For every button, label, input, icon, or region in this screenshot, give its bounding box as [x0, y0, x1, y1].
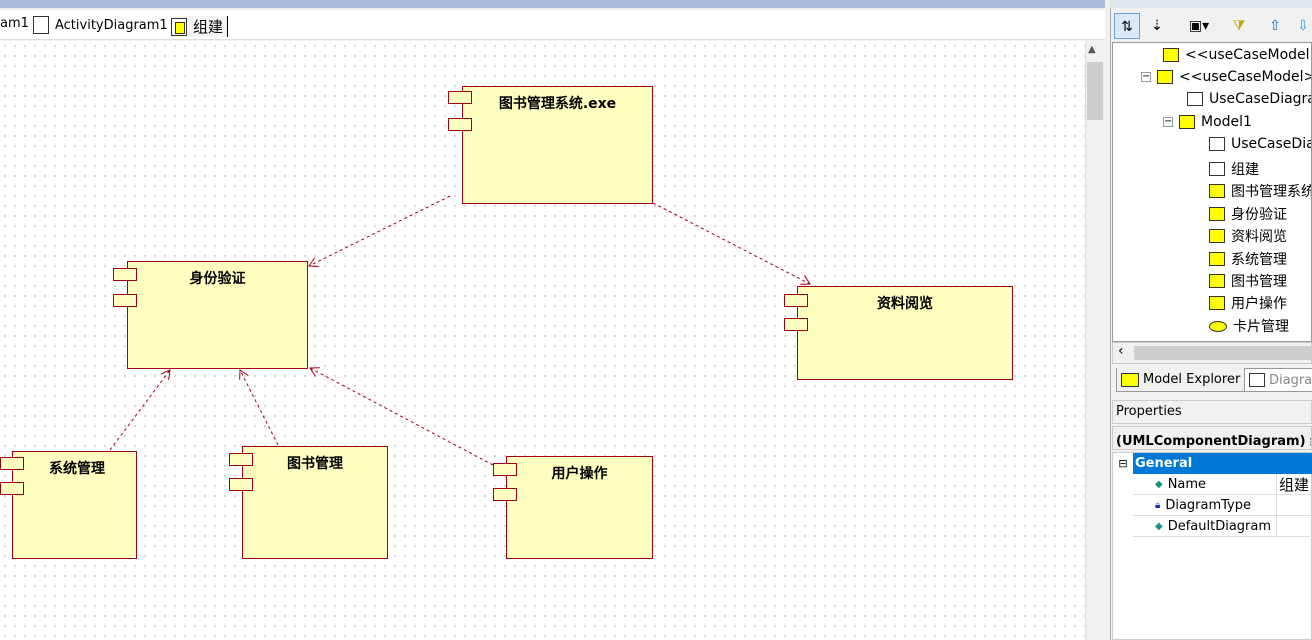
usecase-icon: [1209, 320, 1227, 332]
selected-element: (UMLComponentDiagram) 组: [1112, 426, 1312, 450]
dependency-arrow[interactable]: [310, 368, 494, 466]
component-port: [229, 453, 253, 466]
component-system-management[interactable]: 系统管理: [12, 451, 137, 559]
tab-component-diagram[interactable]: 组建: [171, 16, 229, 37]
explorer-toolbar: ⇅ ⇣ ▣▾ ⧩ ⇧ ⇩: [1112, 10, 1312, 42]
tree-item[interactable]: 资料阅览: [1209, 226, 1287, 246]
sort-alphabetical-icon[interactable]: ⇣: [1151, 18, 1163, 34]
property-icon: ◆: [1155, 520, 1163, 532]
component-icon: [1209, 252, 1225, 266]
component-port: [493, 488, 517, 501]
component-port: [113, 294, 137, 307]
component-port: [448, 118, 472, 131]
component-port: [0, 457, 24, 470]
component-icon: [1209, 229, 1225, 243]
tree-item[interactable]: 图书管理系统: [1209, 181, 1311, 201]
dependency-arrows: [109, 195, 1085, 466]
tree-item[interactable]: −<<useCaseModel>>: [1141, 69, 1311, 85]
component-diagram-icon: [1209, 162, 1225, 176]
component-user-operation[interactable]: 用户操作: [506, 456, 653, 559]
explorer-tabs: Model Explorer Diagra: [1112, 366, 1312, 394]
tree-item[interactable]: UseCaseDiag: [1209, 136, 1311, 152]
component-port: [784, 318, 808, 331]
component-port: [113, 268, 137, 281]
scroll-left-icon[interactable]: ‹: [1118, 343, 1124, 359]
component-icon: [1209, 207, 1225, 221]
model-icon: [1179, 115, 1195, 129]
scrollbar-thumb[interactable]: [1134, 346, 1312, 360]
tree-item[interactable]: 用户操作: [1209, 293, 1287, 313]
component-port: [784, 294, 808, 307]
dependency-arrow[interactable]: [652, 202, 810, 284]
tree-item[interactable]: −Model1: [1163, 114, 1252, 130]
scroll-up-icon[interactable]: ▲: [1088, 44, 1096, 55]
tree-item[interactable]: UseCaseDiagram: [1187, 91, 1311, 107]
tree-item[interactable]: 组建: [1209, 159, 1259, 179]
diagram-explorer-icon: [1249, 373, 1265, 387]
component-icon: [1209, 274, 1225, 288]
tree-item[interactable]: 图书管理: [1209, 271, 1287, 291]
component-library-exe[interactable]: 图书管理系统.exe: [462, 86, 653, 204]
usecase-diagram-icon: [1209, 137, 1225, 151]
component-port: [493, 463, 517, 476]
component-icon: [1209, 184, 1225, 198]
move-down-icon[interactable]: ⇩: [1297, 18, 1309, 34]
tree-item[interactable]: 卡片管理: [1209, 316, 1289, 336]
component-browse[interactable]: 资料阅览: [797, 286, 1013, 380]
component-diagram-icon: [171, 17, 187, 36]
tab-diagram1[interactable]: am1: [0, 16, 29, 31]
tree-item[interactable]: <<useCaseModel>>: [1163, 47, 1311, 63]
dependency-arrow[interactable]: [309, 195, 451, 266]
property-row[interactable]: 🔒︎DiagramType: [1133, 495, 1312, 516]
dependency-arrow[interactable]: [240, 370, 279, 446]
usecase-diagram-icon: [1187, 92, 1203, 106]
component-port: [448, 91, 472, 104]
package-icon: [1163, 48, 1179, 62]
lock-icon: 🔒︎: [1155, 499, 1161, 511]
activity-diagram-icon: [33, 16, 49, 34]
tab-activity-diagram[interactable]: ActivityDiagram1: [33, 16, 168, 34]
property-row[interactable]: ◆DefaultDiagram: [1133, 516, 1312, 537]
tree-item[interactable]: 身份验证: [1209, 204, 1287, 224]
view-options-icon[interactable]: ▣▾: [1188, 18, 1210, 34]
diagram-tabs: am1 ActivityDiagram1 组建: [0, 10, 1105, 40]
vertical-scrollbar[interactable]: [1085, 41, 1105, 640]
dependency-arrow[interactable]: [109, 370, 170, 451]
model-explorer-title: [1110, 0, 1312, 8]
model-explorer-icon: [1121, 372, 1139, 387]
collapse-icon[interactable]: −: [1141, 71, 1151, 82]
property-icon: ◆: [1155, 478, 1163, 490]
collapse-icon[interactable]: ⊟: [1118, 457, 1128, 470]
component-icon: [1209, 296, 1225, 310]
package-icon: [1157, 70, 1173, 84]
scrollbar-thumb[interactable]: [1087, 62, 1103, 120]
sort-by-order-icon[interactable]: ⇅: [1114, 13, 1140, 39]
component-port: [0, 482, 24, 495]
title-bar: [0, 0, 1105, 8]
component-authentication[interactable]: 身份验证: [127, 261, 308, 369]
filter-icon[interactable]: ⧩: [1232, 18, 1246, 34]
tab-model-explorer[interactable]: Model Explorer: [1116, 368, 1246, 392]
component-book-management[interactable]: 图书管理: [242, 446, 388, 559]
component-port: [229, 478, 253, 491]
properties-header: Properties: [1112, 400, 1312, 424]
move-up-icon[interactable]: ⇧: [1269, 18, 1281, 34]
tree-item[interactable]: 系统管理: [1209, 249, 1287, 269]
tab-diagram-explorer[interactable]: Diagra: [1244, 368, 1312, 392]
group-general[interactable]: ⊟ General: [1113, 453, 1312, 474]
model-explorer-tree: <<useCaseModel>> −<<useCaseModel>> UseCa…: [1112, 42, 1312, 342]
collapse-icon[interactable]: −: [1163, 116, 1173, 127]
